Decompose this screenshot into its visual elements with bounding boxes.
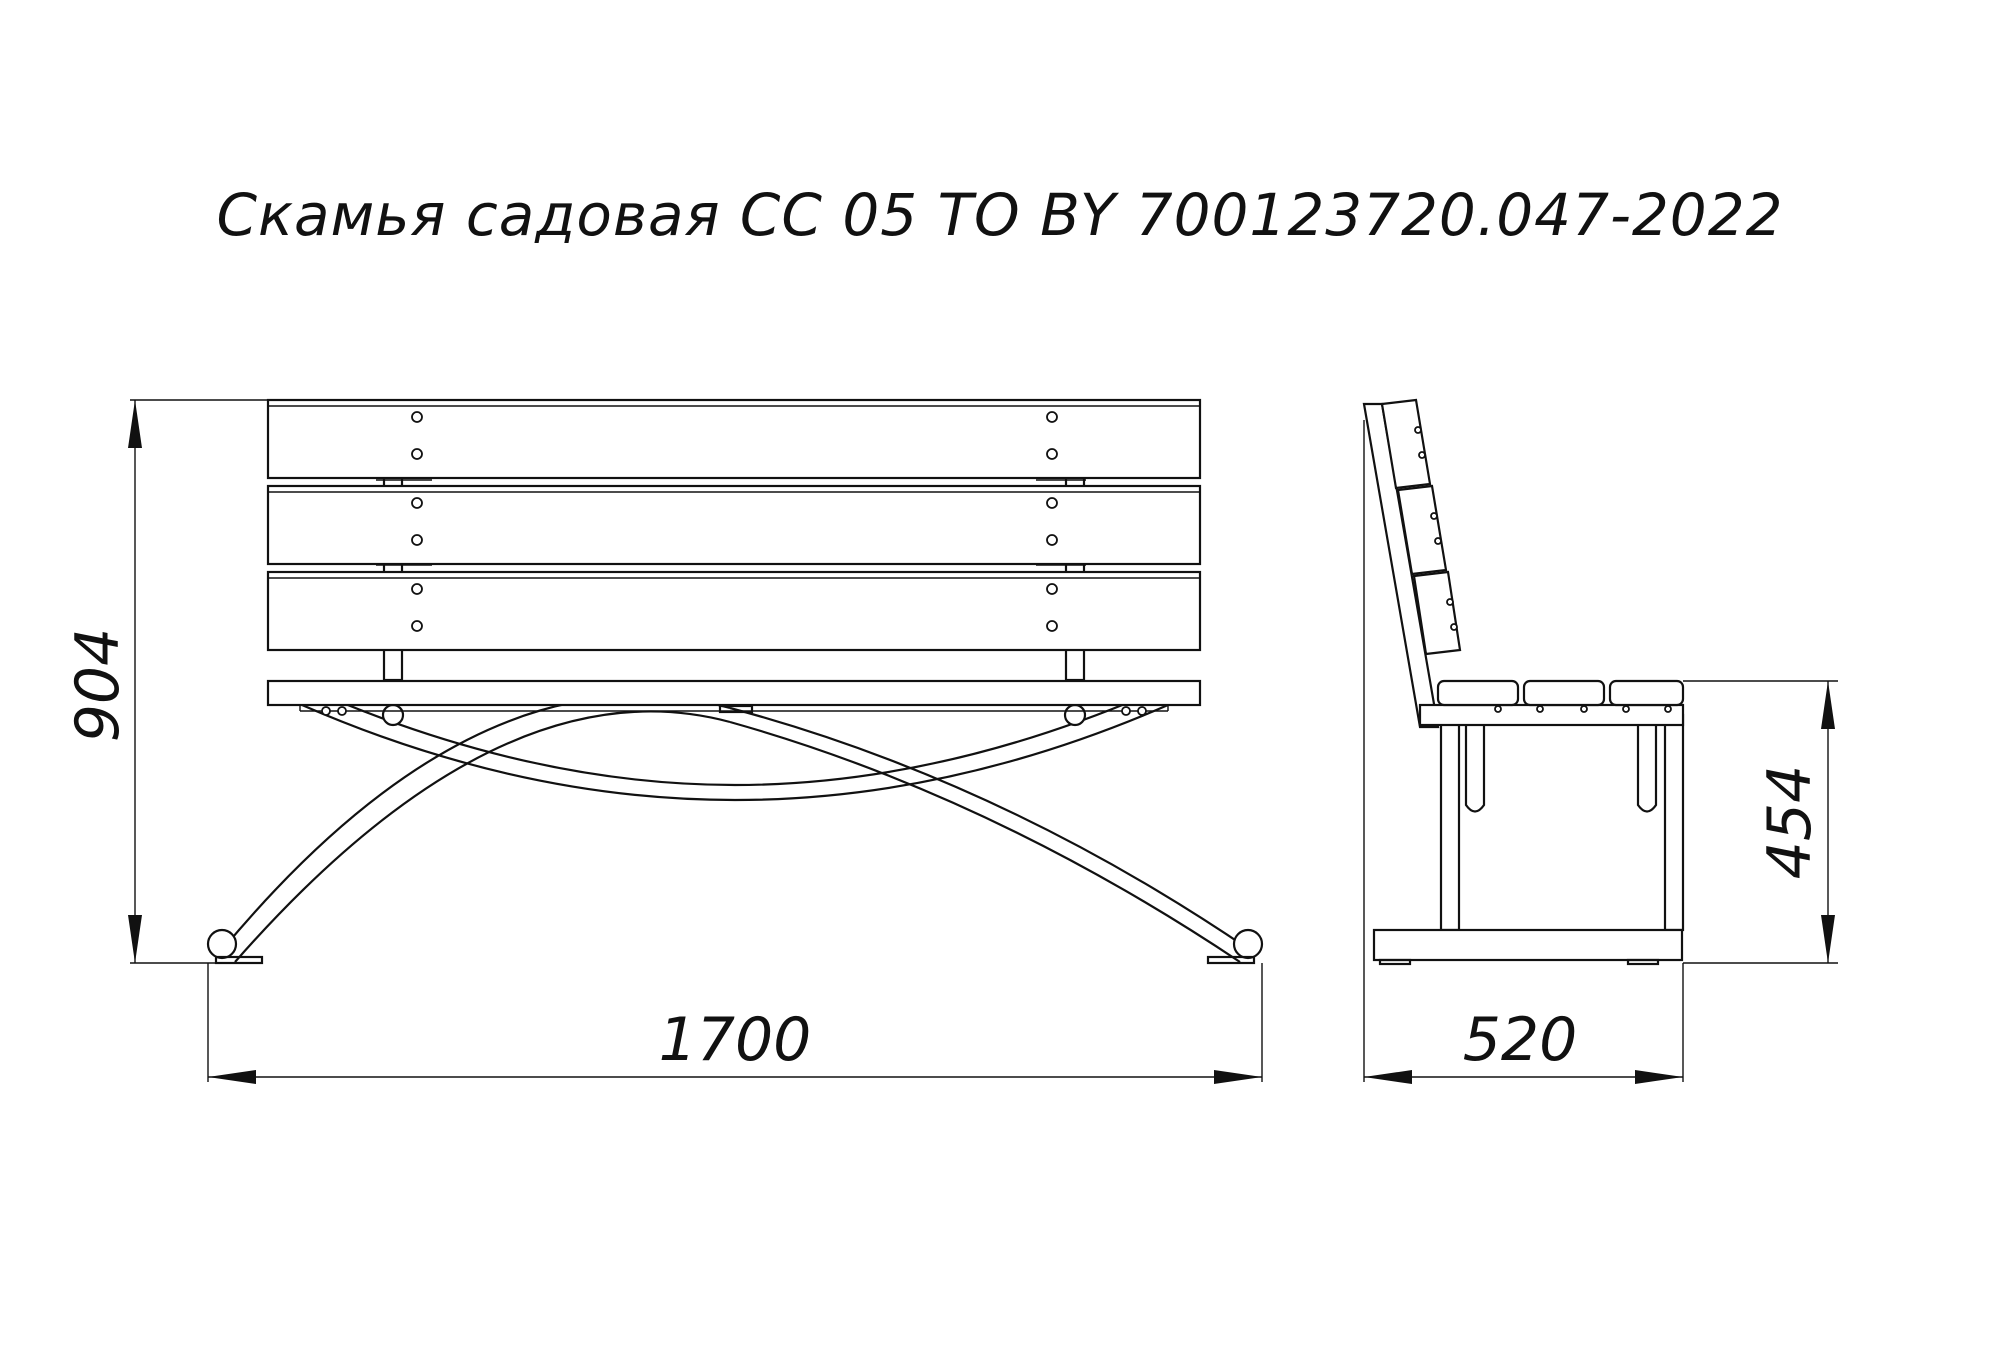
side-base: [1372, 928, 1684, 966]
dimension-seat-height-label: 454: [1755, 765, 1825, 880]
side-backrest-slats: [1380, 398, 1462, 656]
drawing-title: Скамья садовая СС 05 ТО BY 700123720.047…: [216, 181, 1783, 249]
dimension-depth: 520: [1363, 420, 1684, 1084]
seat-board: [266, 679, 1202, 716]
side-seat: [1418, 679, 1685, 727]
side-legs: [1439, 710, 1685, 932]
bolt-holes: [411, 411, 1058, 632]
front-view: 904 1700: [63, 398, 1264, 1084]
backrest-slats: [266, 398, 1202, 652]
dimension-seat-height: 454: [1683, 680, 1838, 964]
side-view: 520 454: [1362, 398, 1838, 1084]
dimension-height: 904: [63, 399, 268, 964]
dimension-length-label: 1700: [659, 1005, 812, 1075]
dimension-length: 1700: [207, 963, 1263, 1084]
dimension-depth-label: 520: [1463, 1005, 1578, 1075]
dimension-height-label: 904: [63, 628, 133, 743]
side-backrest-frame: [1362, 402, 1440, 729]
backrest-slat-middle: [266, 484, 1202, 566]
arched-frame: [206, 688, 1264, 965]
backrest-slat-bottom: [266, 570, 1202, 652]
backrest-slat-top: [266, 398, 1202, 480]
